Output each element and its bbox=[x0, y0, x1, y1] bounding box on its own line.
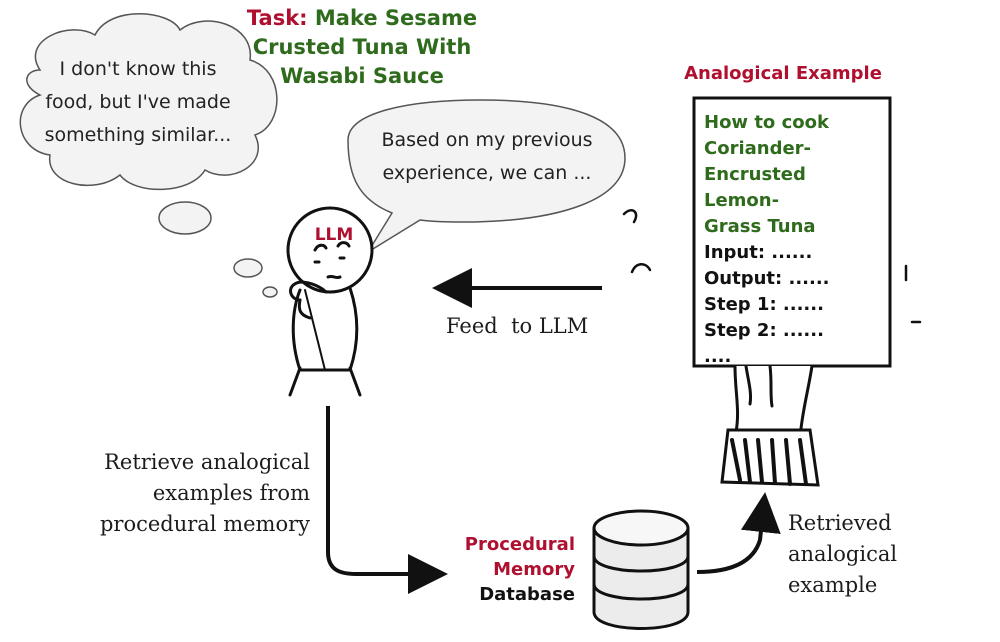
retrieve-line3: procedural memory bbox=[99, 512, 310, 536]
retrieve-arrow bbox=[326, 406, 448, 594]
llm-figure bbox=[286, 206, 374, 397]
thought-line3: something similar... bbox=[44, 124, 232, 146]
retrieved-line3: example bbox=[788, 573, 878, 597]
database-label: Procedural Memory Database bbox=[430, 532, 575, 607]
card-output: Output: ...... bbox=[704, 268, 830, 289]
speech-bubble bbox=[347, 99, 626, 253]
task-title-line2: Crusted Tuna With bbox=[252, 35, 472, 59]
feed-label: Feed to LLM bbox=[446, 314, 589, 338]
speech-line1: Based on my previous bbox=[381, 129, 593, 151]
retrieved-label: Retrieved analogical example bbox=[788, 508, 897, 601]
card-input: Input: ...... bbox=[704, 242, 813, 263]
retrieve-label: Retrieve analogical examples from proced… bbox=[20, 447, 310, 540]
card-step2: Step 2: ...... bbox=[704, 320, 824, 341]
retrieve-line2: examples from bbox=[152, 481, 310, 505]
speech-text: Based on my previous experience, we can … bbox=[356, 124, 618, 190]
llm-label: LLM bbox=[314, 225, 354, 245]
card-step1: Step 1: ...... bbox=[704, 294, 824, 315]
task-prefix: Task: bbox=[246, 6, 308, 30]
thought-cloud bbox=[19, 13, 278, 298]
motion-marks bbox=[622, 209, 922, 324]
card-heading-line4: Grass Tuna bbox=[704, 216, 816, 237]
example-card bbox=[692, 96, 892, 368]
card-more: .... bbox=[704, 346, 732, 367]
database-icon bbox=[592, 509, 690, 630]
database-line3: Database bbox=[479, 584, 575, 605]
hand-holding-card bbox=[720, 364, 820, 487]
card-heading-line3: Encrusted Lemon- bbox=[704, 164, 806, 211]
database-line1: Procedural bbox=[464, 534, 575, 555]
thought-text: I don't know this food, but I've made so… bbox=[28, 53, 248, 152]
task-title: Task: Make Sesame Crusted Tuna With Wasa… bbox=[232, 4, 492, 91]
retrieved-arrow bbox=[696, 492, 781, 574]
task-title-line3: Wasabi Sauce bbox=[280, 64, 444, 88]
speech-line2: experience, we can ... bbox=[382, 162, 592, 184]
thought-line2: food, but I've made bbox=[45, 91, 231, 113]
card-heading-line2: Coriander- bbox=[704, 138, 812, 159]
thought-line1: I don't know this bbox=[59, 58, 217, 80]
analogical-example-title: Analogical Example bbox=[684, 63, 882, 84]
example-card-content: How to cook Coriander- Encrusted Lemon- … bbox=[704, 110, 884, 370]
retrieve-line1: Retrieve analogical bbox=[104, 450, 310, 474]
retrieved-line1: Retrieved bbox=[788, 511, 892, 535]
retrieved-line2: analogical bbox=[788, 542, 898, 566]
database-line2: Memory bbox=[493, 559, 575, 580]
card-heading-line1: How to cook bbox=[704, 112, 829, 133]
task-title-line1: Make Sesame bbox=[314, 6, 478, 30]
